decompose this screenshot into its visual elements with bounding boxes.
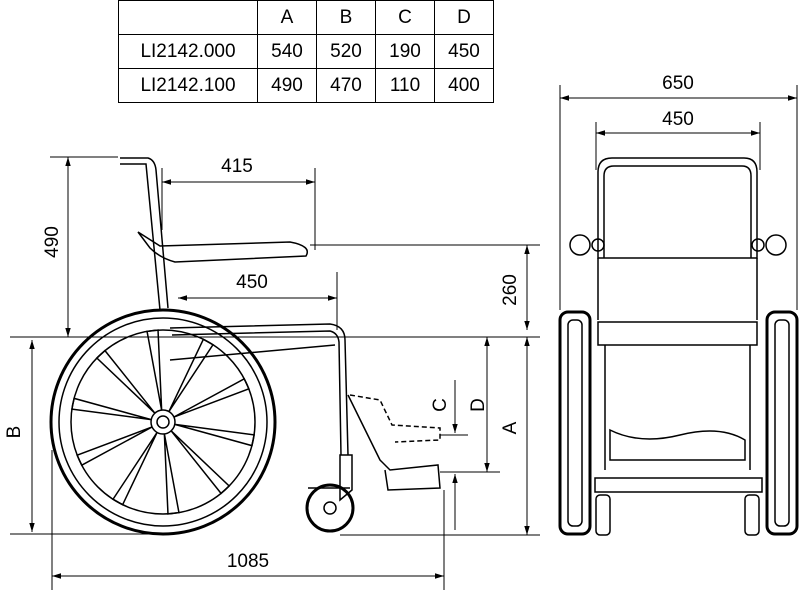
side-view-wheelchair [49,157,441,536]
dimension-table: A B C D LI2142.000 540 520 190 450 LI214… [118,0,494,103]
table-row: LI2142.000 540 520 190 450 [118,34,494,69]
wheel-spoke [95,349,156,414]
dim-d-label: D [468,398,489,412]
wheel-spoke [76,426,153,467]
seat-frame [169,323,349,456]
wheel-spoke [174,423,255,447]
backrest-frame [120,157,169,311]
dim-450-label: 450 [236,272,268,293]
dim-260-label: 260 [500,274,521,306]
wheel-spoke [71,397,152,421]
dim-415-label: 415 [221,156,253,177]
dim-b-label: B [4,426,25,439]
value-cell: 400 [434,68,494,103]
value-cell: 450 [434,34,494,69]
wheel-spoke [168,338,215,412]
dim-450-front-label: 450 [662,109,694,130]
wheel-spoke [111,432,158,506]
wheel-spoke [173,377,250,418]
header-cell: C [375,0,435,35]
dim-1085-label: 1085 [227,551,269,572]
armrest [137,231,308,263]
legrest [347,394,441,491]
model-cell: LI2142.100 [118,68,258,103]
armrest-pads [569,234,787,256]
front-view-dimensions: 650 450 [559,73,798,310]
legrest-folded [349,394,441,443]
backrest [597,157,758,259]
dim-490-label: 490 [42,226,63,258]
dim-c-label: C [430,398,451,412]
caster-wheel [305,454,355,533]
value-cell: 490 [257,68,317,103]
table-row: LI2142.100 490 470 110 400 [118,68,494,103]
value-cell: 470 [316,68,376,103]
wheel-spoke [146,329,163,411]
wheel-spoke [163,433,180,515]
front-frame [594,258,763,493]
dim-a-label: A [500,421,521,434]
value-cell: 540 [257,34,317,69]
rear-wheel [49,308,277,536]
wheel-spoke [170,430,231,495]
front-wheels [558,310,799,536]
side-view-dimensions: 415 490 450 260 A D C B [4,156,540,590]
front-view-wheelchair [558,157,799,536]
dim-650-label: 650 [662,73,694,94]
